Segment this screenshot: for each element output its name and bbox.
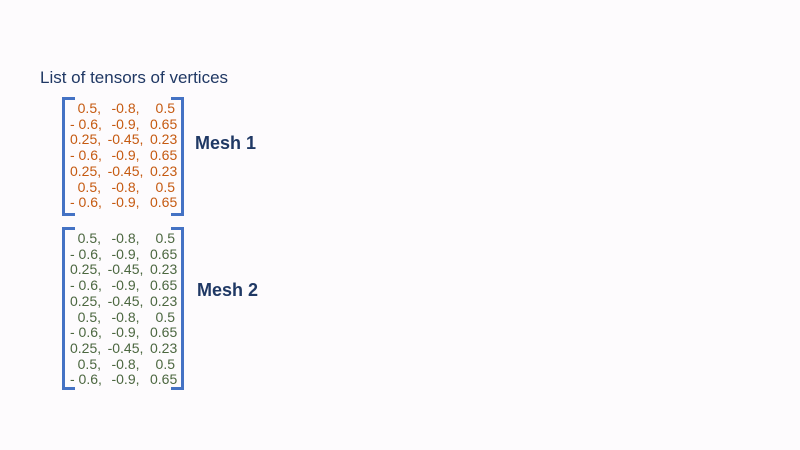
matrix-cell: 0.25, xyxy=(70,162,102,179)
matrix-cell: -0.45, xyxy=(107,162,144,179)
matrix-cell: 0.5 xyxy=(155,230,175,246)
matrix-cell: - 0.6, xyxy=(70,115,102,132)
matrix-cell: 0.23 xyxy=(150,339,178,356)
matrix-cell: - 0.6, xyxy=(70,147,102,164)
matrix-cell: -0.8, xyxy=(111,355,140,372)
left-bracket-icon xyxy=(62,97,75,216)
matrix-cell: -0.9, xyxy=(111,277,140,294)
matrix-cell: - 0.6, xyxy=(70,277,102,294)
matrix-cell: 0.25, xyxy=(70,339,102,356)
matrix-cell: 0.5 xyxy=(155,178,175,195)
matrix-cell: 0.65 xyxy=(150,324,178,341)
right-bracket-icon xyxy=(171,97,184,216)
matrix-cell: -0.8, xyxy=(111,230,140,246)
right-bracket-icon xyxy=(171,227,184,390)
matrix-cell: 0.25, xyxy=(70,131,102,148)
matrix-cell: 0.5 xyxy=(155,355,175,372)
matrix-cell: -0.45, xyxy=(107,131,144,148)
matrix-cell: - 0.6, xyxy=(70,371,102,388)
matrix-cell: 0.65 xyxy=(150,147,178,164)
mesh2-values-grid: 0.5, -0.8, 0.5 - 0.6, -0.9, 0.65 0.25, -0.45, 0.… xyxy=(70,230,178,388)
matrix-cell: 0.23 xyxy=(150,162,178,179)
matrix-cell: 0.5, xyxy=(77,355,101,372)
matrix-cell: 0.5 xyxy=(155,308,175,325)
matrix-cell: -0.9, xyxy=(111,245,140,262)
matrix-cell: - 0.6, xyxy=(70,245,102,262)
matrix-cell: 0.25, xyxy=(70,292,102,309)
matrix-cell: 0.65 xyxy=(150,115,178,132)
matrix-cell: - 0.6, xyxy=(70,194,102,211)
mesh2-label: Mesh 2 xyxy=(197,280,259,300)
matrix-cell: 0.5, xyxy=(77,308,101,325)
matrix-cell: 0.5 xyxy=(155,100,175,116)
matrix-cell: 0.65 xyxy=(150,194,178,211)
matrix-cell: 0.23 xyxy=(150,292,178,309)
mesh1-label: Mesh 1 xyxy=(195,133,257,153)
matrix-cell: 0.23 xyxy=(150,131,178,148)
matrix-cell: -0.9, xyxy=(111,324,140,341)
matrix-cell: -0.8, xyxy=(111,308,140,325)
matrix-cell: -0.9, xyxy=(111,194,140,211)
matrix-cell: 0.65 xyxy=(150,277,178,294)
page-title: List of tensors of vertices xyxy=(40,68,229,87)
matrix-cell: 0.5, xyxy=(77,178,101,195)
mesh2-matrix: 0.5, -0.8, 0.5 - 0.6, -0.9, 0.65 0.25, -0.45, 0.… xyxy=(62,227,184,390)
left-bracket-icon xyxy=(62,227,75,390)
matrix-cell: 0.25, xyxy=(70,261,102,278)
matrix-cell: 0.65 xyxy=(150,371,178,388)
matrix-cell: 0.5, xyxy=(77,230,101,246)
matrix-cell: 0.65 xyxy=(150,245,178,262)
matrix-cell: -0.9, xyxy=(111,147,140,164)
mesh1-matrix: 0.5, -0.8, 0.5 - 0.6, -0.9, 0.65 0.25, -0.45, 0.… xyxy=(62,97,184,216)
matrix-cell: 0.5, xyxy=(77,100,101,116)
mesh1-values-grid: 0.5, -0.8, 0.5 - 0.6, -0.9, 0.65 0.25, -0.45, 0.… xyxy=(70,100,178,211)
matrix-cell: -0.9, xyxy=(111,371,140,388)
matrix-cell: -0.45, xyxy=(107,339,144,356)
matrix-cell: -0.45, xyxy=(107,292,144,309)
matrix-cell: -0.8, xyxy=(111,178,140,195)
matrix-cell: 0.23 xyxy=(150,261,178,278)
matrix-cell: - 0.6, xyxy=(70,324,102,341)
matrix-cell: -0.45, xyxy=(107,261,144,278)
matrix-cell: -0.8, xyxy=(111,100,140,116)
matrix-cell: -0.9, xyxy=(111,115,140,132)
